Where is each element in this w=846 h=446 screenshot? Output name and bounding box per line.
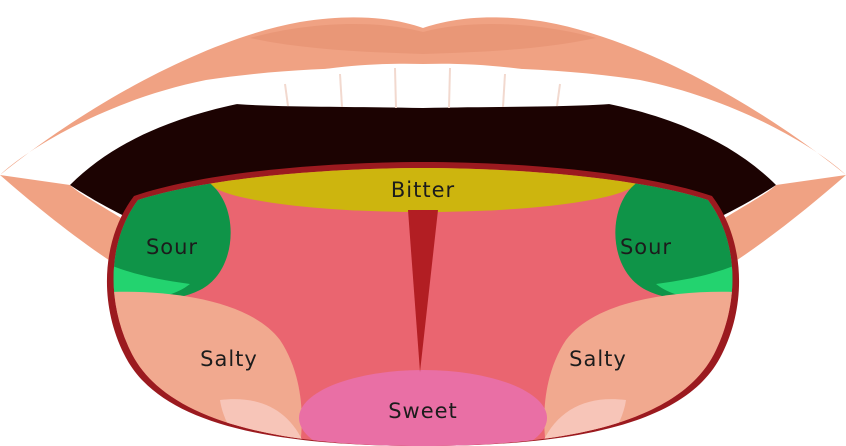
- sour-left-label: Sour: [146, 235, 198, 259]
- salty-left-label: Salty: [200, 347, 258, 371]
- bitter-label: Bitter: [391, 178, 455, 202]
- sweet-label: Sweet: [388, 399, 458, 423]
- salty-right-label: Salty: [569, 347, 627, 371]
- sour-right-label: Sour: [620, 235, 672, 259]
